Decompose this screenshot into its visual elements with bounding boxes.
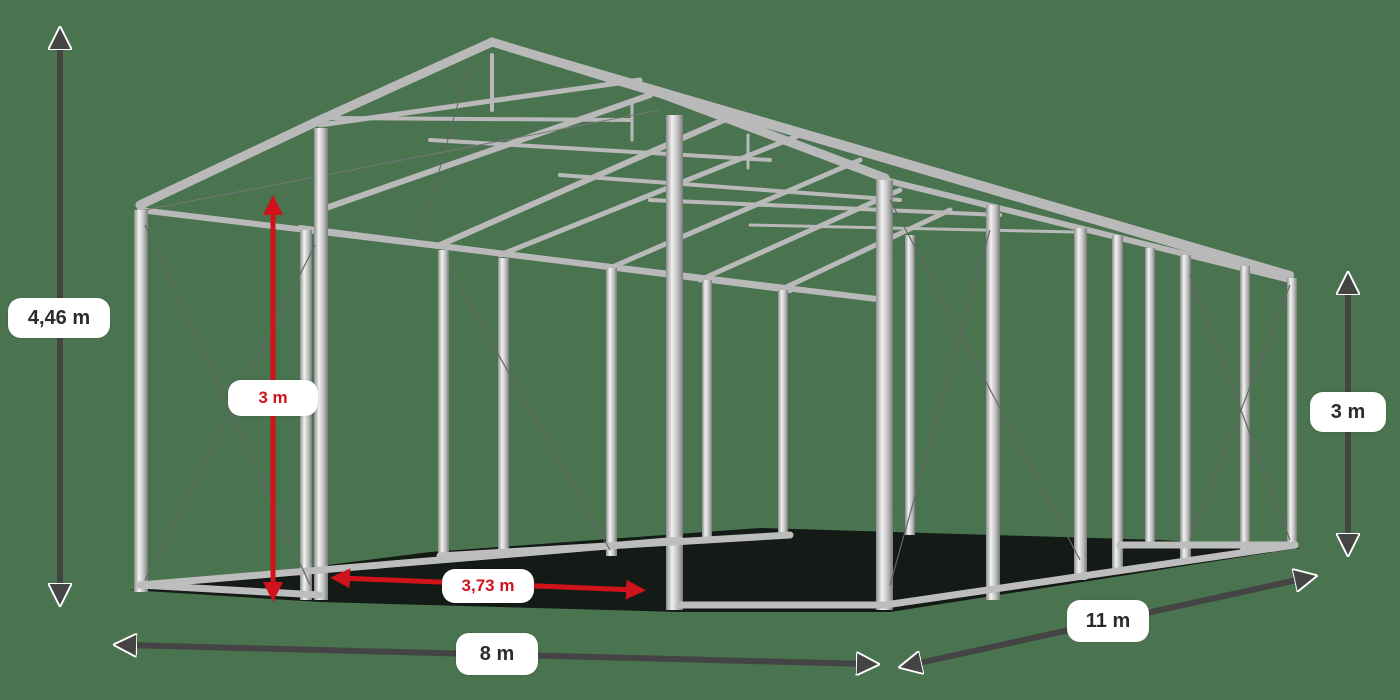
total-height-label: 4,46 m [8, 298, 110, 338]
side-height-label: 3 m [1310, 392, 1386, 432]
bay-spacing-label: 3,73 m [442, 569, 534, 603]
width-label: 8 m [456, 633, 538, 675]
inner-height-label: 3 m [228, 380, 318, 416]
length-label: 11 m [1067, 600, 1149, 642]
roof-frame [135, 37, 1294, 303]
